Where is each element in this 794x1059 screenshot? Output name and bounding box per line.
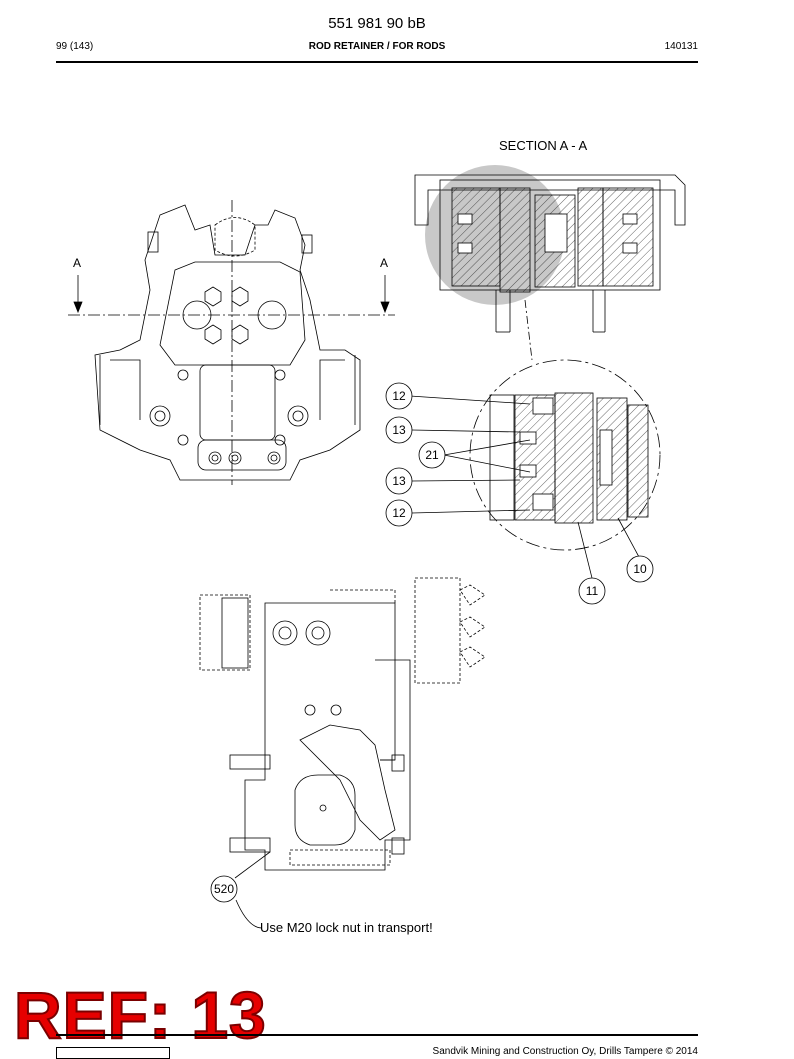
footer-rule [56, 1034, 698, 1036]
detail-view [469, 359, 661, 551]
section-title: SECTION A - A [499, 138, 588, 153]
ref-stamp: REF: 13 [13, 978, 267, 1052]
callout-10: 10 [633, 562, 647, 576]
side-view [199, 577, 486, 871]
callout-12-lower: 12 [392, 506, 406, 520]
callout-12-upper: 12 [392, 389, 406, 403]
callout-520: 520 [214, 882, 234, 896]
callout-11: 11 [586, 584, 599, 598]
page-number: 99 (143) [56, 41, 94, 52]
date-code: 140131 [664, 41, 698, 52]
callout-21: 21 [425, 448, 439, 462]
section-cut-line [68, 200, 395, 485]
section-marker-right: A [380, 256, 388, 270]
callouts [210, 382, 654, 929]
section-marker-left: A [73, 256, 81, 270]
sandvik-logo [56, 1047, 170, 1059]
doc-number: 551 981 90 bB [328, 15, 426, 32]
header-rule [56, 61, 698, 63]
callout-13-lower: 13 [392, 474, 406, 488]
transport-note: Use M20 lock nut in transport! [260, 920, 433, 935]
callout-13-upper: 13 [392, 423, 406, 437]
section-a-a-view [414, 165, 686, 361]
front-view [94, 204, 361, 481]
page-title: ROD RETAINER / FOR RODS [308, 41, 446, 52]
footer-copyright: Sandvik Mining and Construction Oy, Dril… [432, 1046, 698, 1057]
